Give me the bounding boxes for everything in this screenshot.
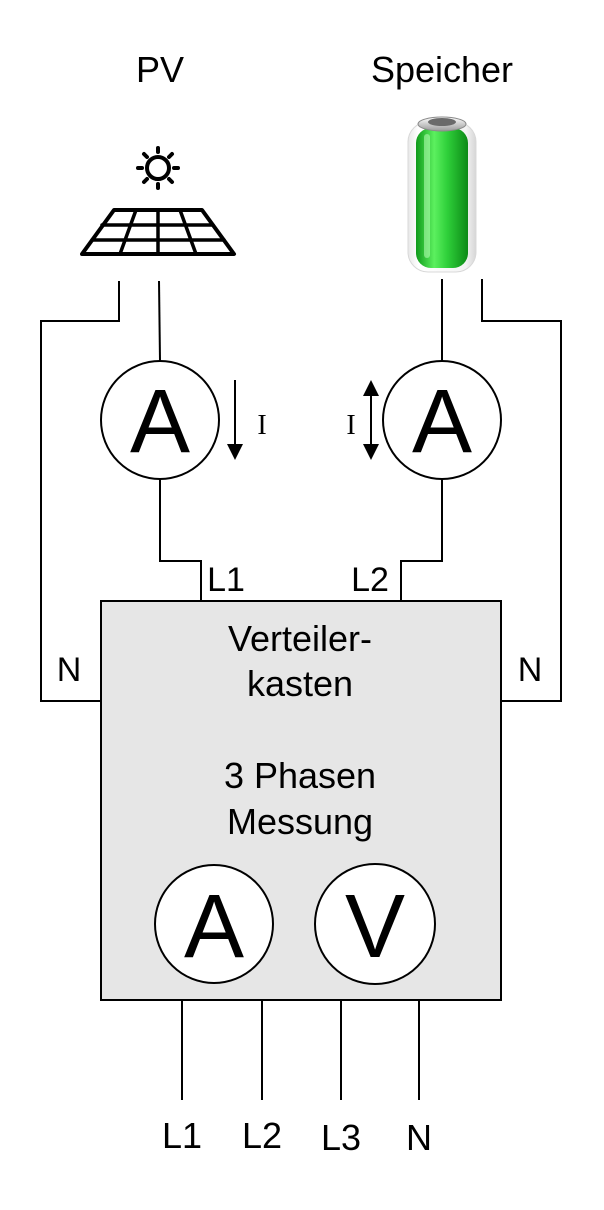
phase-label-l2-top: L2	[351, 561, 389, 599]
solar-panel-icon	[80, 146, 236, 256]
wiring	[40, 279, 562, 1100]
ammeter-pv-symbol: A	[130, 372, 190, 472]
bottom-label-l1: L1	[162, 1115, 202, 1156]
current-label-pv: I	[257, 410, 266, 441]
current-label-speicher: I	[346, 410, 355, 441]
phase-label-l1-top: L1	[207, 561, 245, 599]
neutral-label-right: N	[518, 651, 543, 689]
box-subtitle-line2: Messung	[227, 801, 373, 842]
current-arrow-down-icon	[227, 380, 243, 460]
voltmeter-box: V	[314, 863, 436, 985]
current-arrow-bidirectional-icon	[363, 380, 379, 460]
speicher-label: Speicher	[371, 49, 513, 90]
bottom-label-n: N	[406, 1117, 432, 1158]
voltmeter-box-symbol: V	[345, 877, 405, 977]
ammeter-pv: A	[100, 360, 220, 480]
ammeter-speicher-symbol: A	[412, 372, 472, 472]
pv-label: PV	[136, 49, 184, 90]
box-subtitle-line1: 3 Phasen	[224, 755, 376, 796]
bottom-label-l2: L2	[242, 1115, 282, 1156]
box-title-line2: kasten	[247, 663, 353, 704]
neutral-label-left: N	[57, 651, 82, 689]
ammeter-box: A	[154, 864, 274, 984]
ammeter-speicher: A	[382, 360, 502, 480]
box-title-line1: Verteiler-	[228, 618, 372, 659]
ammeter-box-symbol: A	[184, 877, 244, 977]
distribution-box: Verteiler- kasten 3 Phasen Messung A V	[100, 600, 502, 1001]
bottom-label-l3: L3	[321, 1117, 361, 1158]
battery-icon	[407, 116, 477, 273]
